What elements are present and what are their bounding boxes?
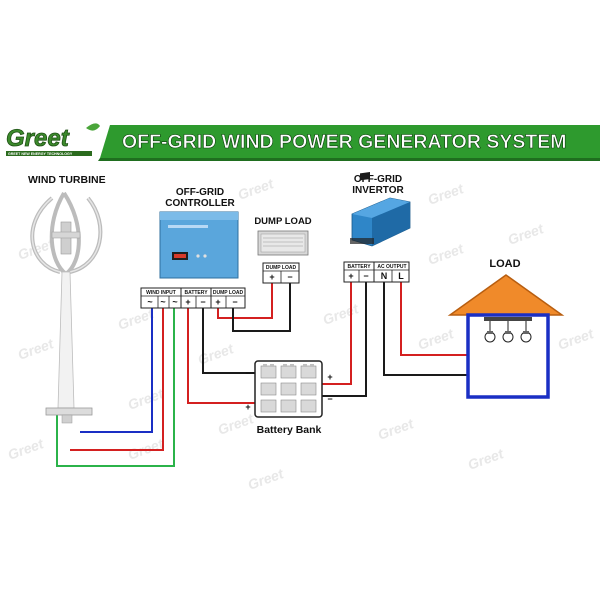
watermark: Greet — [246, 465, 287, 493]
dump-load-terminal-header: DUMP LOAD — [266, 265, 297, 271]
wire-ac-l — [400, 276, 468, 356]
terminal-wind-3: ~ — [172, 297, 177, 307]
inverter-display — [360, 171, 370, 181]
wind-turbine: WIND TURBINE — [28, 174, 106, 424]
terminal-header-wind-input: WIND INPUT — [146, 290, 176, 296]
controller-box — [159, 211, 239, 279]
watermark: Greet — [16, 335, 57, 363]
dump-load-terminal-plus: + — [269, 272, 274, 282]
battery-bank: − + + − Battery Bank — [245, 360, 333, 436]
inverter-label-line1: OFF-GRID — [354, 174, 402, 185]
watermark: Greet — [126, 385, 167, 413]
wire-dump-plus — [217, 282, 273, 319]
watermark: Greet — [466, 445, 507, 473]
battery-bank-right-minus: − — [327, 394, 332, 404]
wire-ctrl-batt-minus — [202, 307, 255, 374]
bulbs — [484, 321, 532, 343]
wire-ac-n — [383, 276, 468, 376]
wires — [56, 276, 468, 467]
watermark: Greet — [116, 305, 157, 333]
dump-load: DUMP LOAD DUMP LOAD + − — [254, 216, 312, 284]
watermark: Greet — [506, 220, 547, 248]
inverter-terminal-l: L — [398, 271, 404, 281]
wire-ctrl-batt-plus — [187, 307, 255, 404]
watermark: Greet — [426, 240, 467, 268]
brand-logo: Greet GREET NEW ENERGY TECHNOLOGY — [6, 123, 100, 156]
inverter-terminal-battery-minus: − — [363, 271, 368, 281]
wire-wind-blue — [80, 307, 153, 433]
wind-turbine-label: WIND TURBINE — [28, 174, 106, 186]
terminal-dump-minus: − — [232, 297, 237, 307]
inverter-terminal-battery-plus: + — [348, 271, 353, 281]
logo-tagline: GREET NEW ENERGY TECHNOLOGY — [8, 152, 73, 156]
terminal-header-dump-load: DUMP LOAD — [213, 290, 244, 296]
controller-terminal-strip: WIND INPUT BATTERY DUMP LOAD ~ ~ ~ + − +… — [140, 287, 246, 309]
inverter-terminal-header-battery: BATTERY — [347, 264, 371, 270]
terminal-wind-1: ~ — [147, 297, 152, 307]
title-banner — [100, 125, 600, 158]
inverter-terminal-header-ac-output: AC OUTPUT — [377, 264, 406, 270]
terminal-header-battery: BATTERY — [184, 290, 208, 296]
battery-bank-label: Battery Bank — [257, 424, 322, 436]
turbine-base — [45, 407, 93, 416]
battery-bank-left-plus: + — [245, 402, 250, 412]
controller: OFF-GRID CONTROLLER WIND INPUT BATTERY D… — [140, 187, 246, 309]
wire-inv-batt-minus — [322, 276, 367, 397]
watermark: Greet — [376, 415, 417, 443]
battery-bank-right-plus: + — [327, 372, 332, 382]
watermark: Greet — [216, 410, 257, 438]
page-title: OFF-GRID WIND POWER GENERATOR SYSTEM — [122, 131, 567, 153]
watermark: Greet — [236, 175, 277, 203]
wire-dump-minus — [232, 282, 291, 332]
watermark: Greet — [426, 180, 467, 208]
load-house: LOAD — [447, 258, 565, 399]
inverter-terminal-strip: BATTERY AC OUTPUT + − N L — [343, 261, 410, 283]
terminal-battery-plus: + — [185, 297, 190, 307]
dump-load-label: DUMP LOAD — [254, 216, 311, 227]
controller-label-line2: CONTROLLER — [165, 198, 235, 209]
wire-wind-green — [56, 307, 175, 467]
inverter: OFF-GRID INVERTOR BATTERY AC OUTPUT + − … — [343, 171, 411, 283]
controller-indicator — [196, 254, 200, 258]
wire-inv-batt-plus — [322, 276, 352, 385]
watermark: Greet — [321, 300, 362, 328]
load-label: LOAD — [489, 258, 520, 270]
watermark: Greet — [126, 435, 167, 463]
tagline-bar — [6, 151, 92, 156]
wire-wind-red — [70, 307, 164, 451]
terminal-dump-plus: + — [215, 297, 220, 307]
battery-bank-left-minus: − — [245, 368, 250, 378]
watermark: Greet — [196, 340, 237, 368]
turbine-tower — [57, 271, 75, 409]
controller-label-line1: OFF-GRID — [176, 187, 224, 198]
watermark: Greet — [556, 325, 597, 353]
inverter-terminal-n: N — [381, 271, 388, 281]
watermark: Greet — [6, 435, 47, 463]
leaf-icon — [86, 123, 100, 131]
terminal-wind-2: ~ — [160, 297, 165, 307]
controller-indicator — [203, 254, 207, 258]
terminal-battery-minus: − — [200, 297, 205, 307]
inverter-label-line2: INVERTOR — [352, 185, 404, 196]
logo-text: Greet — [6, 125, 70, 152]
dump-load-terminal-strip: DUMP LOAD + − — [262, 262, 300, 284]
light-bar — [484, 317, 532, 321]
battery-cells — [260, 365, 317, 413]
header: Greet GREET NEW ENERGY TECHNOLOGY OFF-GR… — [6, 123, 600, 161]
dump-load-terminal-minus: − — [287, 272, 292, 282]
watermark: Greet — [416, 325, 457, 353]
house-roof — [447, 274, 565, 316]
